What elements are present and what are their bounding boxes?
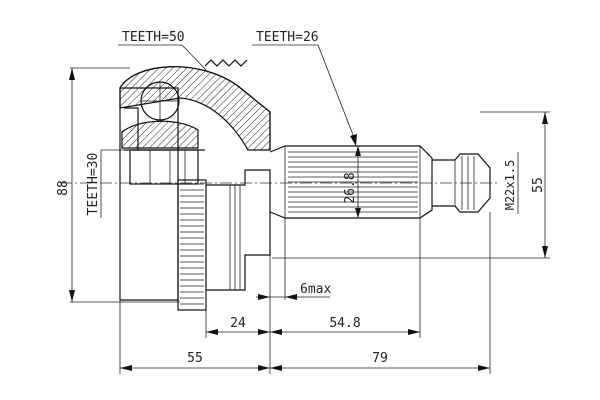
teeth-30-label: TEETH=30 [86,153,101,216]
dim-55-left-label: 55 [187,351,203,366]
dim-overall-diameter: 88 [56,67,180,303]
dim-26-8-label: 26.8 [343,172,358,203]
dim-overall-lengths: 55 79 [119,212,491,374]
dim-55-right-label: 55 [531,177,546,193]
dim-24-label: 24 [230,316,246,331]
dim-right-diameter: 55 [272,111,550,259]
dim-54-8-label: 54.8 [329,316,360,331]
dim-spline-diameter: 26.8 [343,146,361,218]
dim-body-shaft: 24 54.8 [205,218,421,338]
teeth-26-callout: TEETH=26 [252,30,357,146]
dim-gap: 6max [256,218,331,300]
dim-thread-label: M22x1.5 [503,160,517,211]
inner-spline-bore [129,149,199,185]
teeth-50-callout: TEETH=50 [118,30,209,73]
dim-79-label: 79 [372,351,388,366]
splined-shaft [269,145,433,219]
teeth-50-label: TEETH=50 [122,30,185,45]
hub-body [206,169,271,291]
dim-6max-label: 6max [300,282,331,297]
abs-ring [177,179,207,311]
teeth-30-callout: TEETH=30 [86,149,132,218]
dim-thread: M22x1.5 [503,152,519,214]
dim-88-label: 88 [56,180,71,196]
teeth-26-label: TEETH=26 [256,30,319,45]
